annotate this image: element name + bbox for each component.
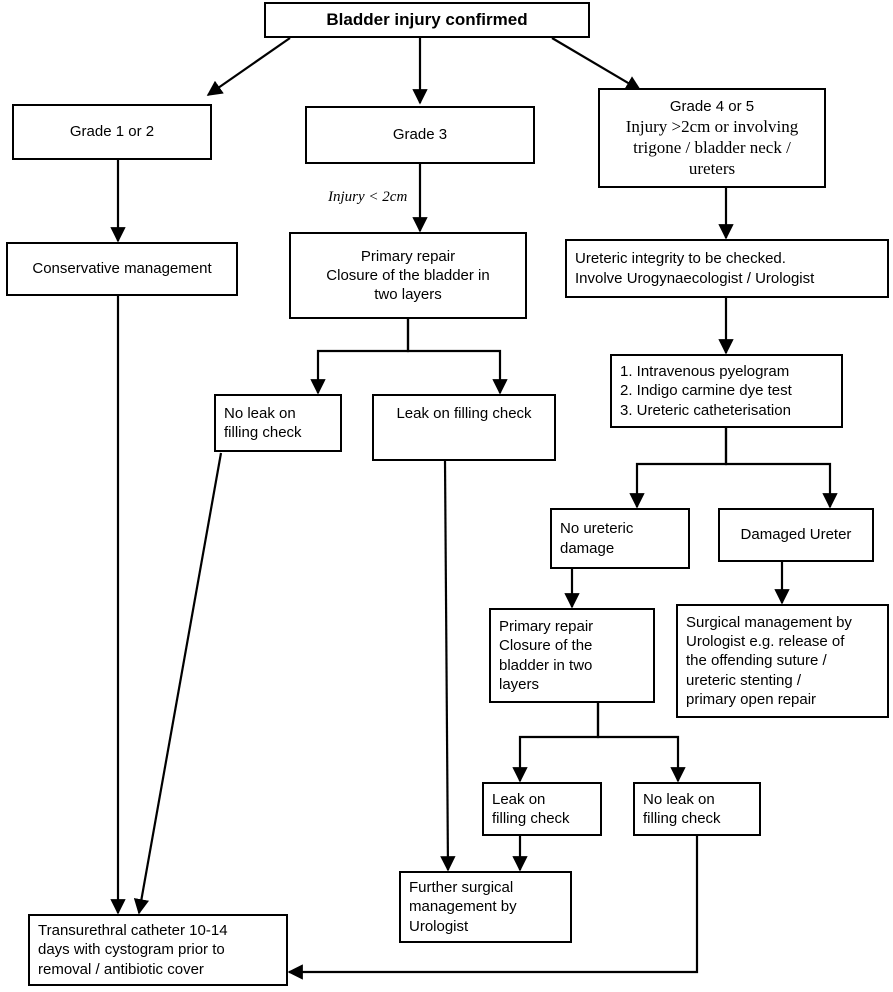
node-label: Grade 3 — [392, 126, 448, 144]
edge-label-text: Injury < 2cm — [328, 189, 408, 205]
node-label-line-3: bladder in two — [499, 656, 593, 674]
node-label-line-1: Primary repair — [360, 247, 456, 265]
node-label-line-3: the offending suture / — [686, 652, 827, 670]
node-label-line-1: Transurethral catheter 10-14 — [38, 922, 228, 940]
node-label: Damaged Ureter — [740, 526, 852, 544]
node-label-line-3: two layers — [374, 286, 442, 304]
node-grade-4-or-5[interactable]: Grade 4 or 5 Injury >2cm or involving tr… — [598, 88, 826, 188]
node-grade-3[interactable]: Grade 3 — [305, 106, 535, 164]
edge-primary-repair-to-leak — [406, 319, 508, 395]
node-label-line-1: Leak on — [492, 790, 546, 808]
node-ureteric-tests-list[interactable]: 1. Intravenous pyelogram 2. Indigo carmi… — [610, 354, 843, 428]
node-label-line-2: Involve Urogynaecologist / Urologist — [575, 269, 815, 287]
node-label-line-2: trigone / bladder neck / — [633, 138, 791, 158]
node-no-ureteric-damage[interactable]: No ureteric damage — [550, 508, 690, 569]
edge-leak1-to-further-surgical — [440, 460, 456, 872]
node-label-line-3: 3. Ureteric catheterisation — [620, 401, 791, 419]
edge-tests-to-no-ureteric-damage — [629, 428, 728, 509]
node-label-line-1: Ureteric integrity to be checked. — [575, 250, 786, 268]
node-ureteric-integrity-check[interactable]: Ureteric integrity to be checked. Involv… — [565, 239, 889, 298]
node-label-line-2: filling check — [492, 810, 570, 827]
node-further-surgical-management[interactable]: Further surgical management by Urologist — [399, 871, 572, 943]
edge-root-to-grade12 — [206, 37, 291, 96]
node-label-line-2: Urologist e.g. release of — [686, 633, 845, 651]
node-label-line-2: Closure of the bladder in — [326, 266, 490, 284]
edge-primary-repair2-to-leak2 — [512, 703, 600, 783]
node-label-line-2: filling check — [643, 810, 721, 827]
node-label-line-1: 1. Intravenous pyelogram — [620, 363, 790, 381]
node-label-line-2: damage — [560, 539, 615, 557]
node-surgical-management-urologist[interactable]: Surgical management by Urologist e.g. re… — [676, 604, 889, 718]
node-label-line-4: layers — [499, 675, 540, 693]
node-label-line-1: No leak on — [224, 404, 296, 422]
node-label-line-4: ureteric stenting / — [686, 671, 802, 689]
node-label-line-2: management by — [409, 898, 517, 916]
node-leak-on-filling-check-2[interactable]: Leak on filling check — [482, 782, 602, 836]
edge-no-leak1-to-transurethral — [133, 452, 223, 915]
node-label-title: Grade 4 or 5 — [669, 97, 755, 115]
node-label-line-1: No leak on — [643, 790, 715, 808]
node-label: Grade 1 or 2 — [69, 123, 155, 141]
node-label-line-3: removal / antibiotic cover — [38, 960, 204, 978]
node-no-leak-on-filling-check-2[interactable]: No leak on filling check — [633, 782, 761, 836]
edge-label-injury-less-than-2cm: Injury < 2cm — [313, 172, 407, 223]
node-label-line-1: Injury >2cm or involving — [625, 116, 799, 136]
edge-primary-repair2-to-no-leak2 — [596, 703, 686, 783]
node-grade-1-or-2[interactable]: Grade 1 or 2 — [12, 104, 212, 160]
node-label: Conservative management — [32, 260, 212, 278]
node-primary-repair-closure-two-layers-2[interactable]: Primary repair Closure of the bladder in… — [489, 608, 655, 703]
node-no-leak-on-filling-check-1[interactable]: No leak on filling check — [214, 394, 342, 452]
node-transurethral-catheter[interactable]: Transurethral catheter 10-14 days with c… — [28, 914, 288, 986]
node-label-line-5: primary open repair — [686, 690, 817, 708]
node-label-line-2: days with cystogram prior to — [38, 941, 225, 959]
node-primary-repair-closure-two-layers[interactable]: Primary repair Closure of the bladder in… — [289, 232, 527, 319]
node-label-line-3: Urologist — [409, 917, 469, 935]
edge-primary-repair-to-no-leak — [310, 319, 410, 395]
edge-tests-to-damaged-ureter — [724, 428, 838, 509]
node-label-line-2: Closure of the — [499, 637, 593, 655]
node-label-line-1: Further surgical — [409, 879, 514, 897]
node-label-line-2: 2. Indigo carmine dye test — [620, 382, 792, 400]
node-label-line-1: Surgical management by — [686, 614, 852, 632]
node-damaged-ureter[interactable]: Damaged Ureter — [718, 508, 874, 562]
node-label-line-3: ureters — [688, 159, 736, 179]
node-label-line-1: Primary repair — [499, 618, 594, 636]
node-conservative-management[interactable]: Conservative management — [6, 242, 238, 296]
node-label: Bladder injury confirmed — [326, 10, 528, 30]
node-label-line-2: filling check — [224, 424, 302, 441]
node-bladder-injury-confirmed[interactable]: Bladder injury confirmed — [264, 2, 590, 38]
node-label: Leak on filling check — [396, 405, 532, 422]
node-label-line-1: No ureteric — [560, 520, 634, 538]
node-leak-on-filling-check-1[interactable]: Leak on filling check — [372, 394, 556, 461]
edge-root-to-grade45 — [551, 37, 642, 91]
